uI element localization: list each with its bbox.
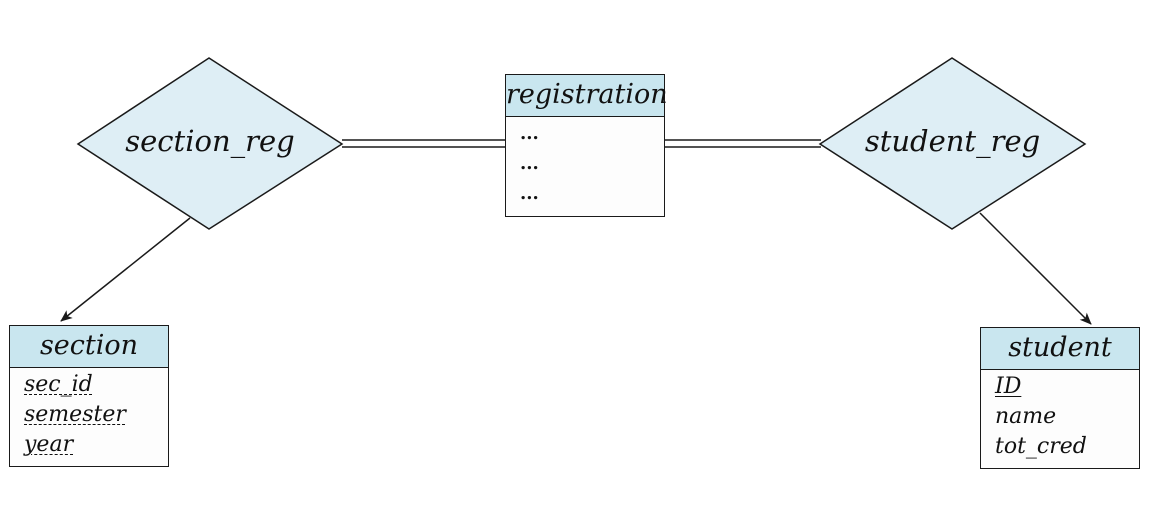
entity-section-title: section: [10, 326, 168, 368]
entity-student-attributes: ID name tot_cred: [981, 370, 1139, 462]
attribute-semester: semester: [24, 402, 126, 427]
attribute-sec-id: sec_id: [24, 372, 93, 397]
arrow-section-reg-to-section: [60, 217, 191, 322]
entity-student: student ID name tot_cred: [980, 327, 1140, 469]
arrow-student-reg-to-student: [979, 212, 1092, 325]
relationship-section-reg-diamond: [76, 57, 344, 230]
double-line-registration-student-reg: [665, 139, 821, 148]
attribute-placeholder: ...: [520, 123, 539, 144]
entity-section: section sec_id semester year: [9, 325, 169, 467]
attribute-placeholder: ...: [520, 153, 539, 174]
attribute-year: year: [24, 432, 74, 457]
relationship-student-reg-diamond: [818, 57, 1087, 230]
attribute-name: name: [995, 404, 1057, 429]
entity-registration-title: registration: [506, 75, 668, 117]
relationship-student-reg-label: student_reg: [864, 124, 1041, 158]
attribute-tot-cred: tot_cred: [995, 434, 1087, 459]
relationship-section-reg-label: section_reg: [125, 124, 295, 158]
double-line-section-reg-registration: [342, 139, 506, 148]
entity-registration-attributes: ... ... ...: [506, 117, 664, 209]
entity-section-attributes: sec_id semester year: [10, 368, 168, 460]
attribute-placeholder: ...: [520, 183, 539, 204]
attribute-id: ID: [995, 374, 1022, 399]
entity-registration: registration ... ... ...: [505, 74, 668, 217]
entity-student-title: student: [981, 328, 1139, 370]
